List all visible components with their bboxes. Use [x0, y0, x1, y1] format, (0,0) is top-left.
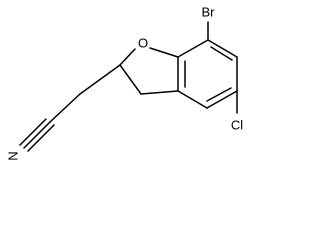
atom-nitrogen: N	[6, 151, 21, 160]
bond-ch2-cn	[49, 93, 81, 123]
dihydrofuran-ring	[119, 47, 179, 95]
bond-c7a-o	[149, 47, 179, 58]
atom-oxygen: O	[138, 36, 148, 51]
atom-chlorine: Cl	[231, 118, 243, 133]
bond-nitrile-3	[27, 124, 55, 152]
bond-c5-c4	[206, 90, 238, 109]
benzene-ring	[177, 39, 238, 109]
substituent-bonds	[19, 21, 238, 152]
atom-bromine: Br	[202, 5, 216, 20]
bond-c5-c4-inner	[206, 87, 232, 102]
bond-c7-c6-inner	[210, 46, 233, 61]
bond-c2-c3	[119, 64, 142, 95]
bond-nitrile-2	[19, 118, 47, 146]
bond-c7a-c7	[177, 39, 209, 58]
bond-nitrile-1	[23, 121, 51, 149]
molecule-structure: Br O Cl N	[6, 5, 244, 161]
bond-o-c2	[119, 48, 136, 66]
bond-c2-ch2	[79, 64, 121, 95]
bond-c4-c3a	[177, 90, 208, 109]
bond-c3-c3a	[140, 90, 179, 95]
bond-c7-c6	[207, 39, 238, 58]
